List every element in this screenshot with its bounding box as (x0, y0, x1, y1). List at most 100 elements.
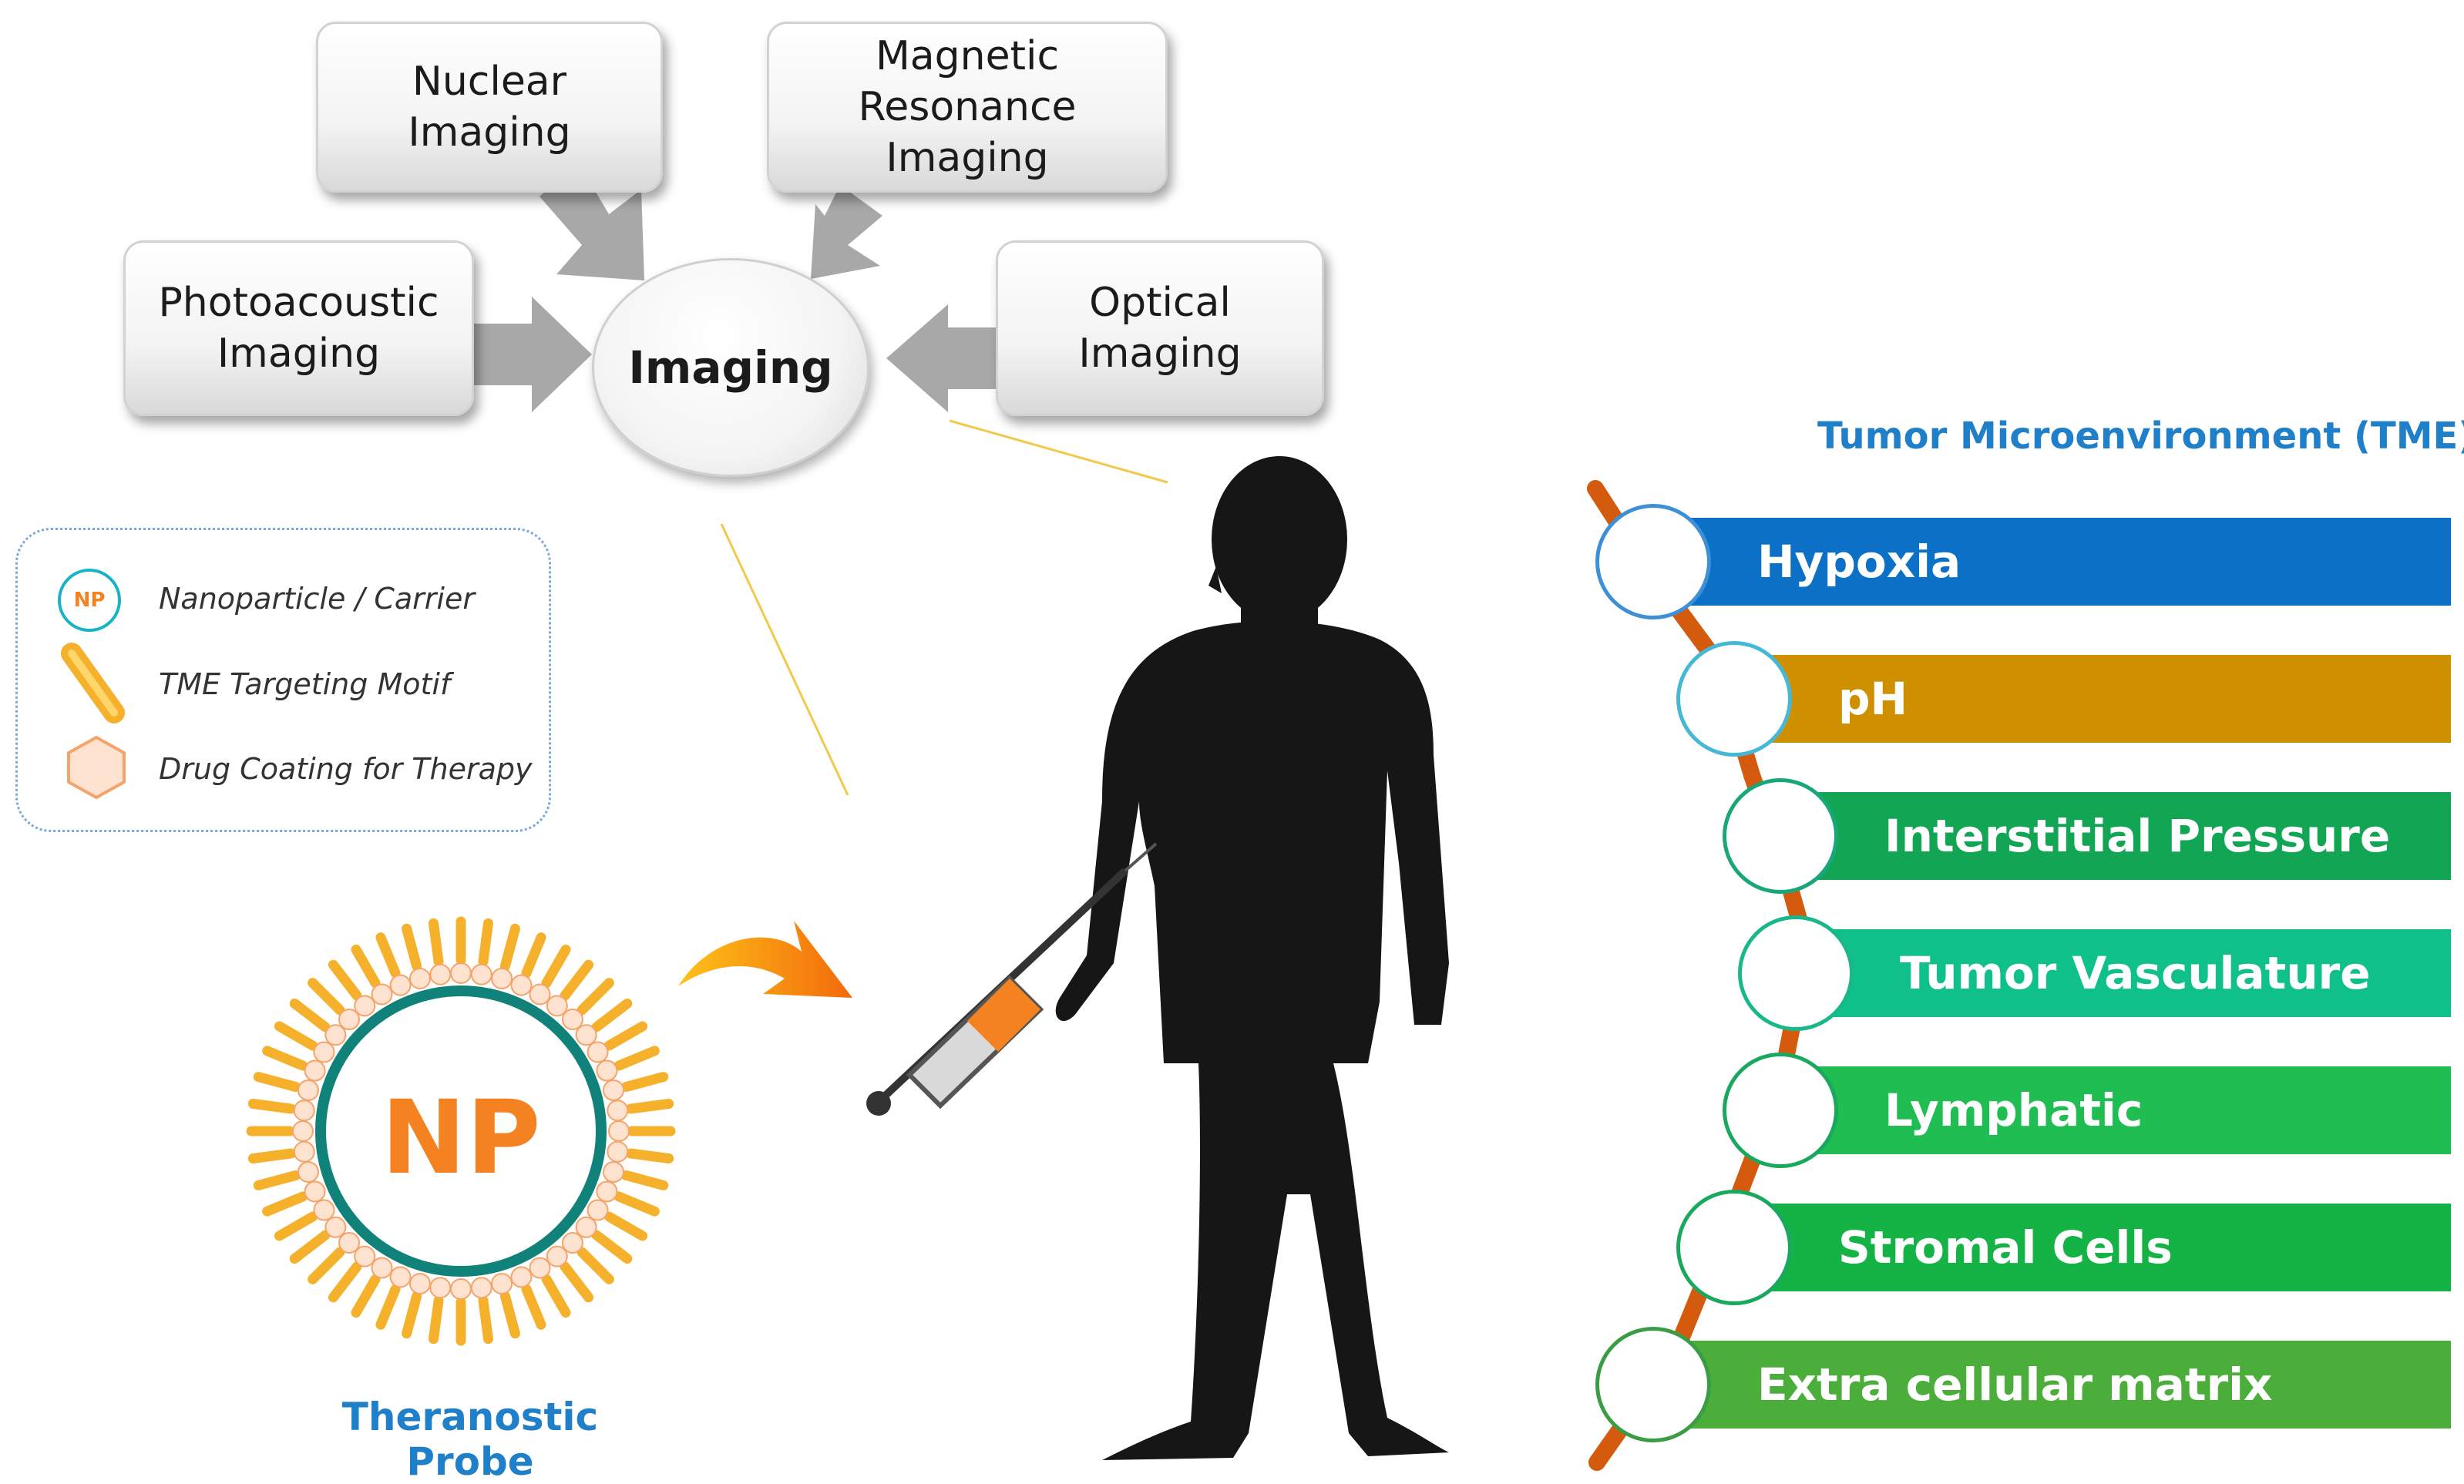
probe-targeting-motif (328, 1261, 362, 1303)
probe-targeting-motif (428, 1295, 444, 1345)
tme-bar-label: Lymphatic (1884, 1084, 2143, 1137)
probe-drug-coating-bead (491, 967, 513, 989)
probe-targeting-motif (521, 1284, 546, 1330)
probe-drug-coating-bead (304, 1059, 326, 1082)
legend-np-icon-text: NP (73, 589, 106, 612)
probe-targeting-motif (591, 1230, 633, 1264)
probe-drug-coating-bead (561, 1231, 583, 1254)
probe-drug-coating-bead (470, 963, 492, 985)
probe-drug-coating-bead (371, 983, 393, 1006)
legend-panel: NP Nanoparticle / Carrier TME Targeting … (15, 528, 551, 832)
modality-box-optical: Optical Imaging (996, 240, 1324, 416)
probe-drug-coating-bead (293, 1100, 315, 1122)
tme-node-circle (1676, 1190, 1792, 1305)
probe-targeting-motif (402, 923, 422, 972)
probe-targeting-motif (541, 944, 571, 989)
tme-bar: Lymphatic (1780, 1066, 2451, 1154)
tme-bar: Interstitial Pressure (1780, 792, 2451, 880)
probe-targeting-motif (351, 1274, 381, 1318)
probe-drug-coating-bead (546, 1245, 568, 1267)
probe-targeting-motif (262, 1046, 308, 1071)
probe-targeting-motif (620, 1072, 669, 1093)
probe-targeting-motif (253, 1072, 301, 1093)
probe-drug-coating-bead (297, 1079, 319, 1101)
tme-bar: Tumor Vasculature (1796, 929, 2451, 1017)
probe-drug-coating-bead (510, 1266, 533, 1288)
probe-drug-coating-bead (603, 1161, 625, 1184)
probe-targeting-motif (577, 1247, 614, 1284)
probe-targeting-motif (613, 1046, 660, 1071)
probe-targeting-motif (289, 1230, 331, 1264)
probe-targeting-motif (620, 1170, 669, 1190)
probe-targeting-motif (625, 1098, 674, 1114)
probe-targeting-motif (247, 1098, 297, 1114)
arrow-optical-to-imaging (886, 304, 1002, 412)
tme-bar-label: Extra cellular matrix (1757, 1358, 2273, 1411)
probe-caption: Theranostic Probe (341, 1395, 599, 1484)
probe-drug-coating-bead (470, 1277, 492, 1299)
injection-arrow (678, 921, 852, 998)
probe-drug-coating-bead (371, 1257, 393, 1279)
arrow-photoacoustic-to-imaging (470, 297, 592, 412)
probe-targeting-motif (499, 923, 520, 972)
probe-drug-coating-bead (338, 1231, 361, 1254)
tme-bar-label: Tumor Vasculature (1900, 947, 2371, 999)
probe-drug-coating-bead (607, 1100, 629, 1122)
probe-targeting-motif (603, 1021, 648, 1051)
tme-bar-label: Interstitial Pressure (1884, 810, 2391, 862)
probe-targeting-motif (308, 978, 345, 1016)
probe-drug-coating-bead (510, 974, 533, 996)
syringe-icon (866, 842, 1158, 1116)
probe-drug-coating-bead (324, 1024, 347, 1046)
tme-bar-label: pH (1838, 673, 1908, 725)
probe-targeting-motif (274, 1021, 318, 1051)
probe-targeting-motif (591, 998, 633, 1032)
imaging-center-node: Imaging (592, 258, 869, 477)
tme-node-circle (1723, 778, 1838, 894)
probe-targeting-motif (478, 918, 494, 967)
probe-targeting-motif (308, 1247, 345, 1284)
tme-bar-label: Stromal Cells (1838, 1221, 2173, 1274)
legend-label-nanoparticle: Nanoparticle / Carrier (159, 582, 475, 616)
modality-box-mri: Magnetic Resonance Imaging (767, 22, 1168, 193)
imaging-center-label: Imaging (628, 341, 833, 394)
probe-drug-coating-bead (491, 1273, 513, 1295)
probe-drug-coating-bead (596, 1180, 618, 1203)
probe-drug-coating-bead (575, 1024, 597, 1046)
probe-targeting-motif (560, 959, 594, 1001)
tme-bar: Stromal Cells (1734, 1204, 2451, 1291)
tme-node-circle (1676, 641, 1792, 757)
probe-drug-coating-bead (575, 1216, 597, 1238)
probe-drug-coating-bead (293, 1140, 315, 1163)
modality-box-nuclear: Nuclear Imaging (316, 22, 663, 193)
callout-line-upper (949, 419, 1168, 484)
tme-bar-label: Hypoxia (1757, 536, 1961, 588)
legend-np-icon: NP (58, 569, 121, 632)
legend-drug-coating-icon (67, 735, 126, 799)
modality-label-nuclear: Nuclear Imaging (408, 59, 571, 156)
probe-drug-coating-bead (304, 1180, 326, 1203)
probe-targeting-motif (577, 978, 614, 1016)
legend-label-drug-coating: Drug Coating for Therapy (159, 752, 533, 786)
probe-targeting-motif (289, 998, 331, 1032)
probe-drug-coating-bead (561, 1009, 583, 1031)
probe-targeting-motif (428, 918, 444, 967)
probe-drug-coating-bead (607, 1140, 629, 1163)
tme-title: Tumor Microenvironment (TME) (1817, 415, 2464, 458)
probe-targeting-motif (253, 1170, 301, 1190)
probe-targeting-motif (521, 932, 546, 979)
probe-targeting-motif (560, 1261, 594, 1303)
probe-drug-coating-bead (587, 1041, 609, 1063)
probe-drug-coating-bead (354, 995, 376, 1017)
probe-drug-coating-bead (338, 1009, 361, 1031)
probe-drug-coating-bead (596, 1059, 618, 1082)
probe-targeting-motif (351, 944, 381, 989)
tme-bar: Extra cellular matrix (1653, 1341, 2451, 1429)
probe-drug-coating-bead (313, 1041, 335, 1063)
probe-drug-coating-bead (429, 1277, 452, 1299)
tme-node-circle (1723, 1053, 1838, 1168)
probe-targeting-motif (499, 1291, 520, 1339)
probe-core-label: NP (381, 1079, 541, 1197)
legend-label-targeting: TME Targeting Motif (159, 667, 451, 701)
